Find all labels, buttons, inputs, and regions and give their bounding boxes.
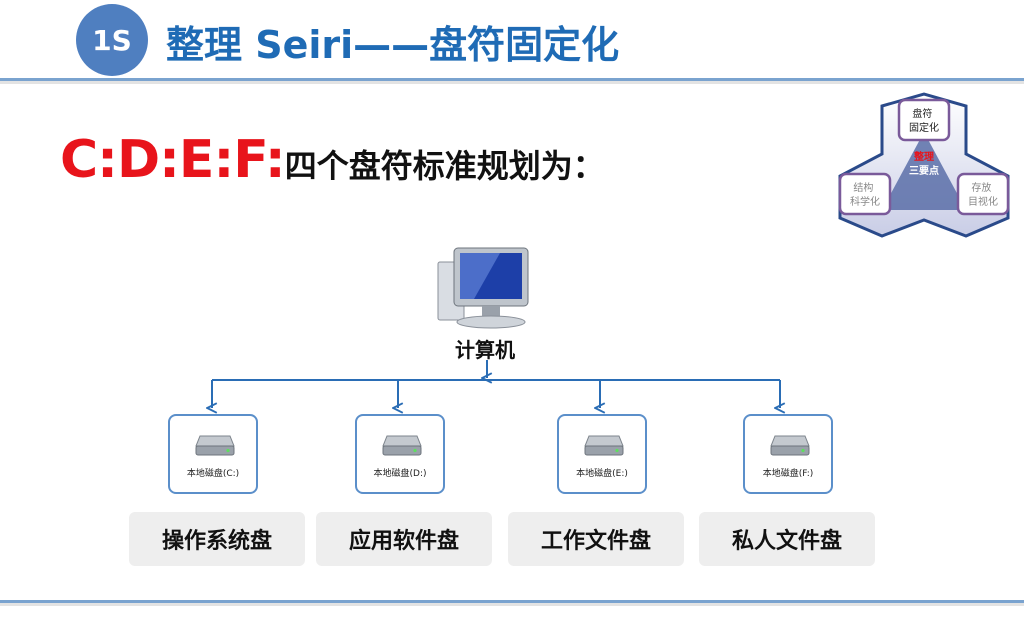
three-points-emblem: 盘符 固定化 结构 科学化 存放 目视化 整理 三要点 [838,92,1010,238]
disk-label: 本地磁盘(E:) [576,469,628,479]
footer-divider-shadow [0,603,1024,606]
emblem-right-text: 存放 目视化 [968,181,998,208]
hard-drive-icon [584,435,624,456]
emblem-right-line1: 存放 [971,181,991,194]
disk-d: 本地磁盘(D:) [355,414,445,494]
emblem-top-line1: 盘符 [912,107,932,120]
disk-f: 本地磁盘(F:) [743,414,833,494]
header-divider [0,78,1024,81]
disk-c: 本地磁盘(C:) [168,414,258,494]
section-badge: 1S [76,4,148,76]
headline: C:D:E:F:四个盘符标准规划为： [60,130,605,190]
disk-label: 本地磁盘(F:) [762,469,814,479]
drive-letters: C:D:E:F: [60,130,286,190]
disk-e: 本地磁盘(E:) [557,414,647,494]
emblem-left-line2: 科学化 [850,195,880,208]
emblem-center-sub: 三要点 [909,164,939,177]
emblem-top-text: 盘符 固定化 [909,107,939,134]
emblem-top-tile [897,98,951,142]
emblem-inner-triangle [882,132,966,210]
hard-drive-icon [195,435,235,456]
purpose-f: 私人文件盘 [699,512,875,566]
emblem-left-line1: 结构 [853,181,873,194]
hard-drive-icon [770,435,810,456]
disk-label: 本地磁盘(C:) [186,469,240,479]
computer-screen-glare [460,253,500,299]
computer-base [456,315,526,329]
emblem-center-title: 整理 [913,150,934,163]
purpose-e: 工作文件盘 [508,512,684,566]
computer-stand [482,306,500,316]
emblem-right-line2: 目视化 [968,195,998,208]
emblem-left-tile [838,172,892,216]
headline-text: 四个盘符标准规划为： [284,147,605,185]
section-badge-text: 1S [92,23,132,57]
computer-label: 计算机 [455,338,515,362]
disk-label: 本地磁盘(D:) [373,469,427,479]
footer-divider [0,600,1024,603]
desktop-computer-icon [437,247,529,329]
purpose-c: 操作系统盘 [129,512,305,566]
hard-drive-icon [382,435,422,456]
page-title: 整理 Seiri——盘符固定化 [166,23,620,67]
emblem-left-text: 结构 科学化 [850,181,880,208]
purpose-d: 应用软件盘 [316,512,492,566]
header-divider-shadow [0,81,1024,84]
emblem-top-line2: 固定化 [909,121,939,134]
emblem-right-tile [956,172,1010,216]
